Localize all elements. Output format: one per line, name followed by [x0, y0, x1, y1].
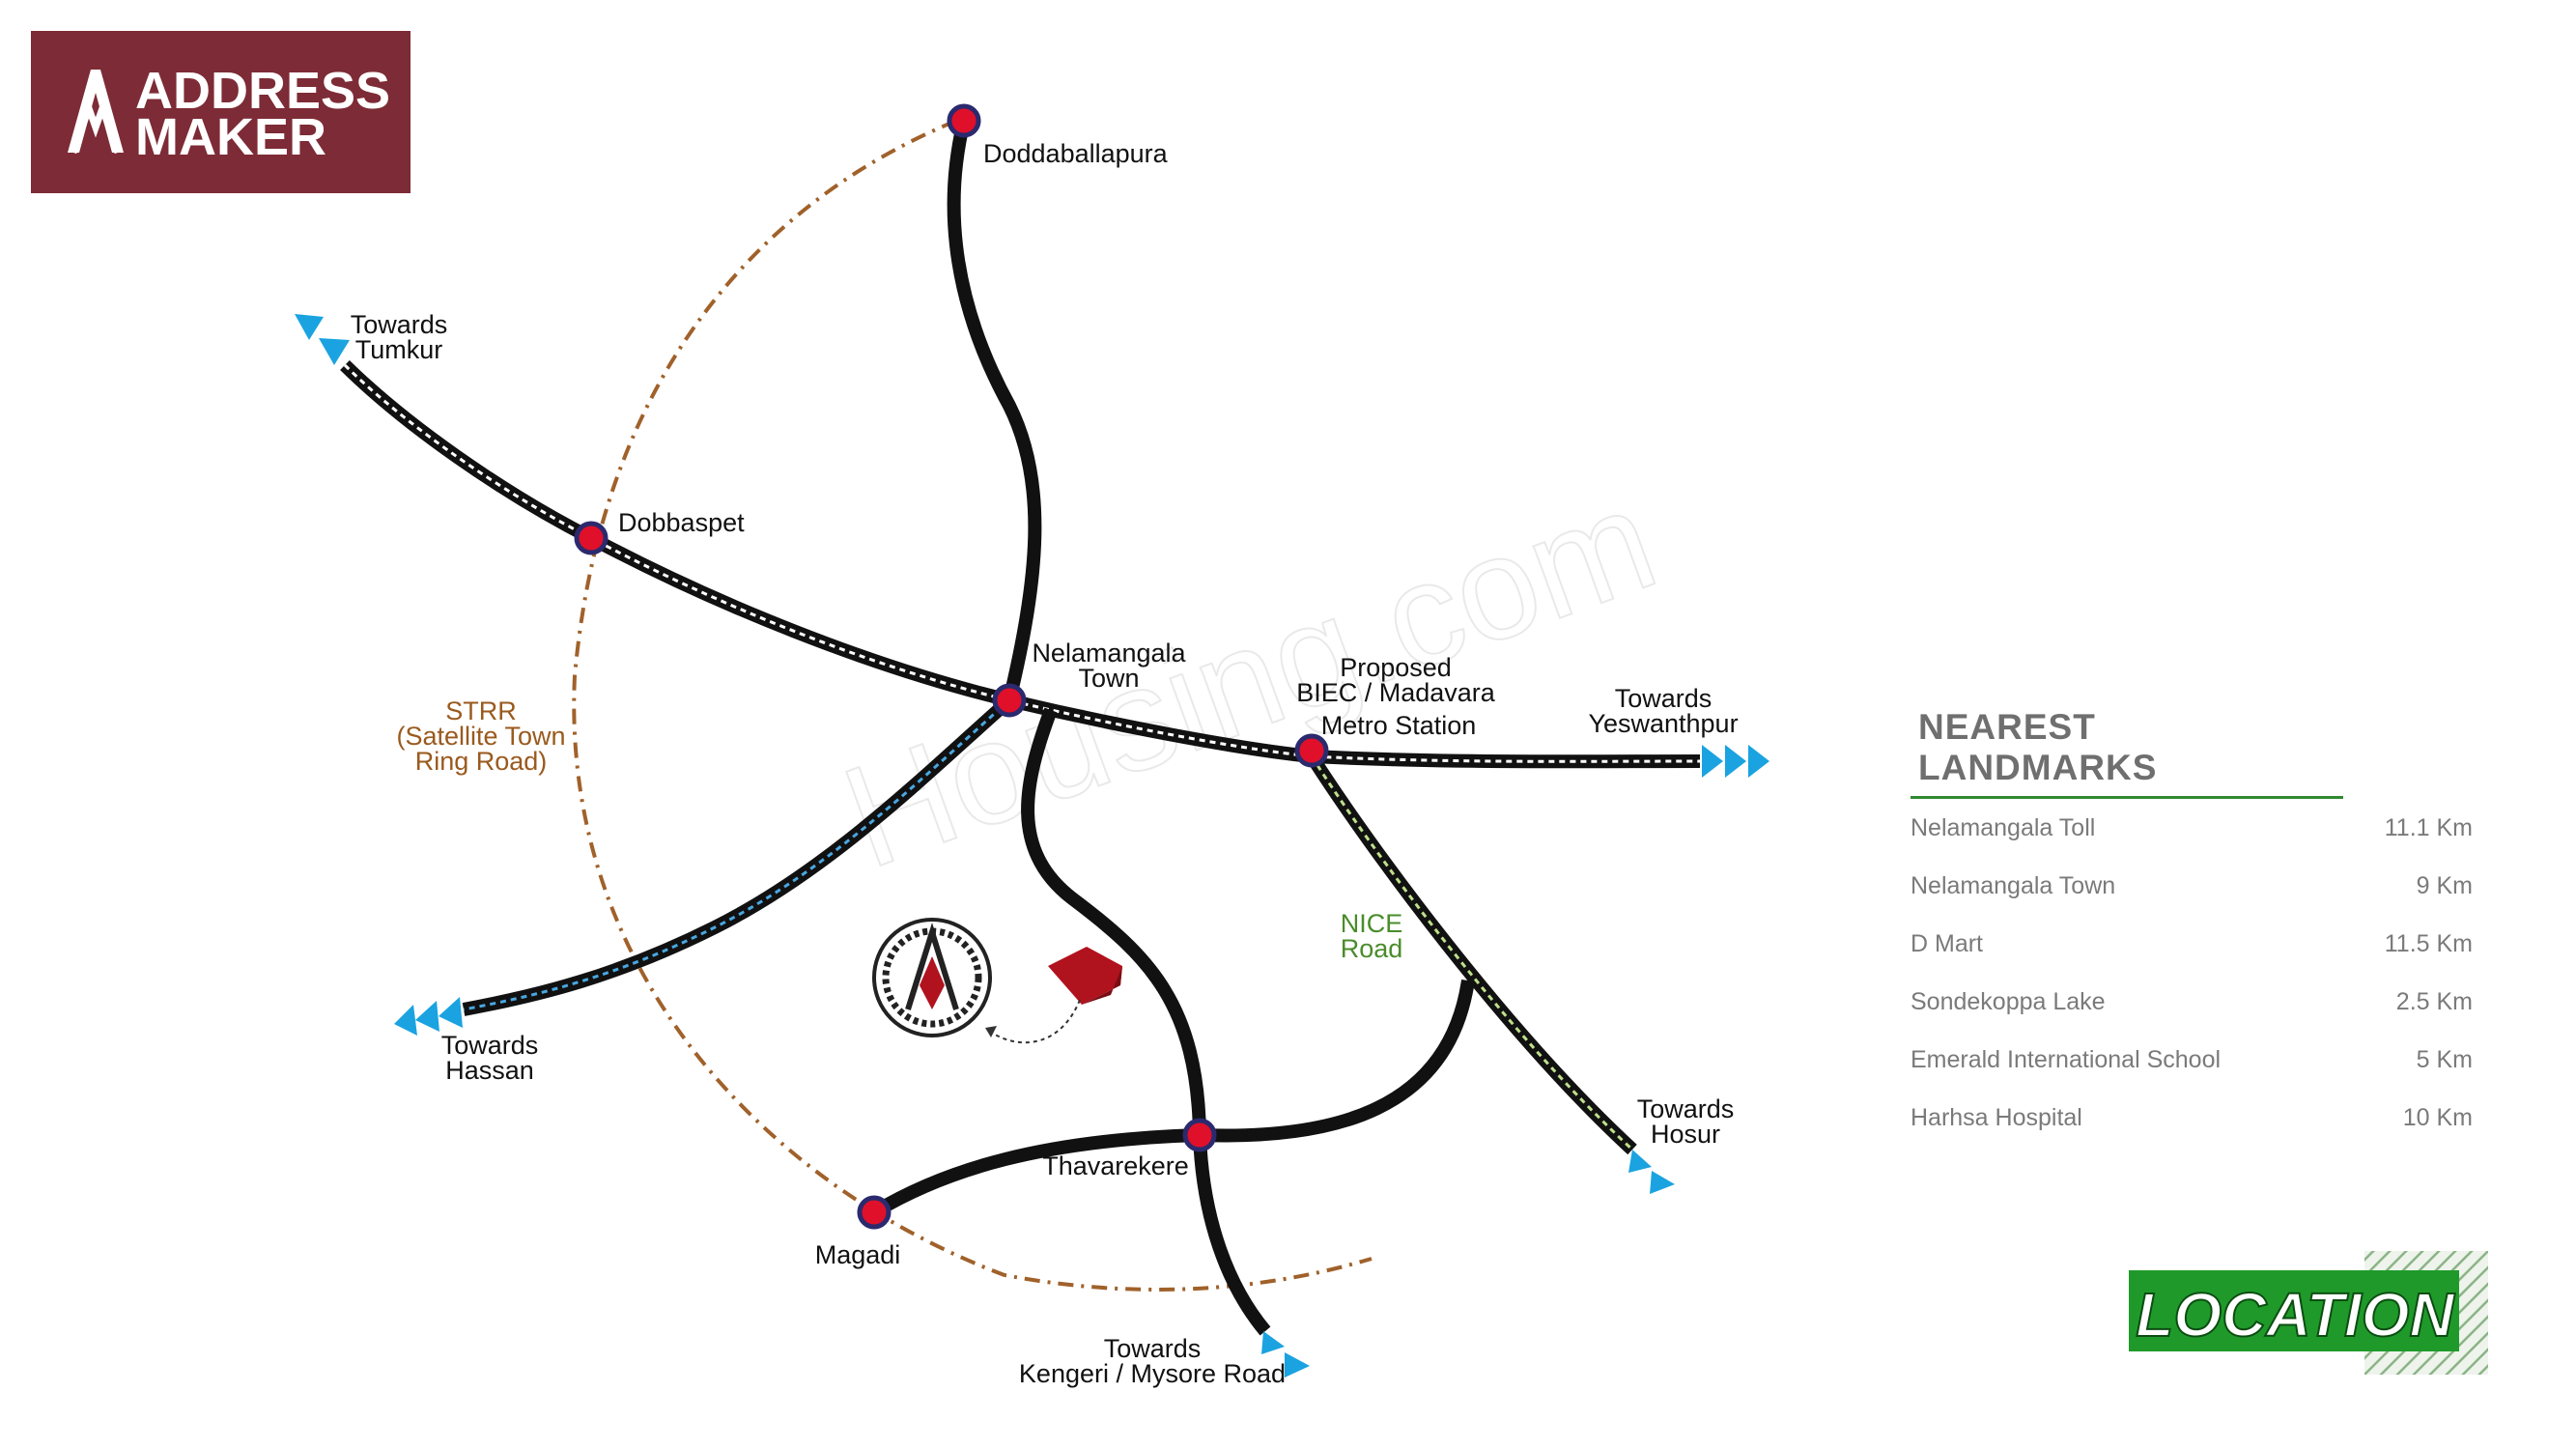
logo-line-1: ADDRESS — [135, 62, 390, 120]
road-doddaballapura — [947, 119, 1042, 702]
label-yeswanthpur-1: Towards — [1615, 684, 1713, 713]
landmark-name: Emerald International School — [1911, 1045, 2222, 1073]
arrow-kengeri-icon — [1261, 1331, 1310, 1378]
label-doddaballapura: Doddaballapura — [983, 139, 1169, 168]
landmark-name: Sondekoppa Lake — [1911, 987, 2106, 1015]
address-maker-logo: ADDRESS MAKER — [31, 31, 410, 193]
label-dobbaspet: Dobbaspet — [618, 508, 745, 537]
landmark-row: Emerald International School 5 Km — [1911, 1031, 2473, 1089]
node-thavarekere — [1182, 1118, 1217, 1152]
road-kengeri — [1021, 707, 1271, 1336]
label-tumkur-1: Towards — [351, 310, 448, 339]
label-hosur-1: Towards — [1637, 1094, 1735, 1123]
landmark-distance: 10 Km — [2402, 1103, 2473, 1131]
landmark-name: Nelamangala Toll — [1911, 813, 2096, 841]
landmark-distance: 2.5 Km — [2395, 987, 2473, 1015]
landmark-name: Nelamangala Town — [1911, 871, 2116, 899]
pointer-line — [989, 999, 1081, 1044]
node-doddaballapura — [947, 103, 981, 138]
label-thavarekere: Thavarekere — [1042, 1151, 1189, 1180]
label-metro-3: Metro Station — [1321, 711, 1477, 740]
project-marker — [872, 918, 1122, 1044]
landmark-row: D Mart 11.5 Km — [1911, 915, 2473, 973]
nice-road — [1306, 753, 1637, 1155]
arrow-hassan-icon — [394, 997, 463, 1036]
logo-background — [31, 31, 410, 193]
landmarks-title: NEAREST LANDMARKS — [1911, 707, 2343, 799]
label-strr-3: Ring Road) — [415, 747, 548, 776]
badge-background — [2129, 1270, 2459, 1351]
location-badge: LOCATION — [2129, 1251, 2488, 1375]
arrow-tumkur-icon — [295, 314, 350, 365]
label-hosur-2: Hosur — [1651, 1120, 1720, 1149]
landmark-row: Nelamangala Town 9 Km — [1911, 857, 2473, 915]
label-nelamangala-2: Town — [1078, 664, 1139, 693]
landmark-distance: 11.1 Km — [2384, 813, 2473, 841]
arrow-hosur-icon — [1628, 1150, 1675, 1194]
label-nelamangala-1: Nelamangala — [1032, 639, 1186, 668]
label-metro-1: Proposed — [1340, 653, 1452, 682]
label-nice-2: Road — [1341, 934, 1403, 963]
label-strr-1: STRR — [445, 696, 517, 725]
project-site-icon — [1048, 947, 1122, 1005]
label-hassan-1: Towards — [441, 1031, 539, 1060]
landmark-name: Harhsa Hospital — [1911, 1103, 2082, 1131]
logo-line-2: MAKER — [135, 108, 326, 166]
label-yeswanthpur-2: Yeswanthpur — [1588, 709, 1738, 738]
label-kengeri-1: Towards — [1104, 1334, 1202, 1363]
label-magadi: Magadi — [815, 1240, 901, 1269]
landmark-distance: 9 Km — [2416, 871, 2473, 899]
landmark-distance: 5 Km — [2416, 1045, 2473, 1073]
landmark-row: Harhsa Hospital 10 Km — [1911, 1089, 2473, 1147]
nearest-landmarks-panel: NEAREST LANDMARKS Nelamangala Toll 11.1 … — [1911, 707, 2473, 1147]
watermark: Housing.com — [824, 457, 1674, 898]
badge-label: LOCATION — [2136, 1280, 2455, 1350]
map-nodes — [574, 103, 1329, 1230]
arrow-yeswanthpur-icon — [1702, 745, 1769, 778]
label-tumkur-2: Tumkur — [355, 335, 443, 364]
label-nice-1: NICE — [1341, 909, 1403, 938]
node-metro-station — [1294, 733, 1329, 768]
node-nelamangala — [992, 683, 1027, 718]
landmark-row: Nelamangala Toll 11.1 Km — [1911, 799, 2473, 857]
label-metro-2: BIEC / Madavara — [1296, 678, 1496, 707]
node-magadi — [857, 1195, 892, 1230]
landmark-row: Sondekoppa Lake 2.5 Km — [1911, 973, 2473, 1031]
node-dobbaspet — [574, 521, 609, 555]
strr-ring-road — [572, 119, 1373, 1292]
label-strr-2: (Satellite Town — [396, 722, 565, 751]
label-hassan-2: Hassan — [445, 1056, 534, 1085]
landmark-name: D Mart — [1911, 929, 1983, 957]
label-kengeri-2: Kengeri / Mysore Road — [1019, 1359, 1286, 1388]
landmark-distance: 11.5 Km — [2384, 929, 2473, 957]
